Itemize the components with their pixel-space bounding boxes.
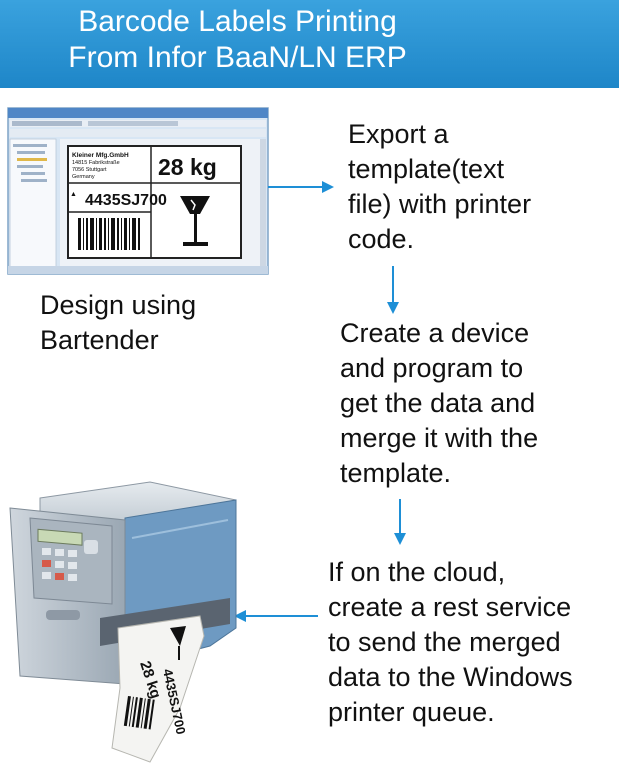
cloud-step-line-4: data to the Windows [328, 662, 573, 692]
label-weight: 28 kg [158, 154, 217, 180]
design-step-line-2: Bartender [40, 325, 159, 355]
title-banner: Barcode Labels Printing From Infor BaaN/… [0, 0, 619, 88]
label-company-line-2: 14815 Fabrikstraße [72, 160, 120, 166]
export-step-line-4: code. [348, 224, 415, 254]
label-company-line-3: 7056 Stuttgart [72, 167, 107, 173]
bartender-screenshot: Kleiner Mfg.GmbH 14815 Fabrikstraße 7056… [7, 107, 269, 275]
cloud-step-line-2: create a rest service [328, 592, 572, 622]
label-preview: Kleiner Mfg.GmbH 14815 Fabrikstraße 7056… [67, 145, 242, 259]
label-printer-illustration: 28 kg 4435SJ700 [9, 481, 237, 763]
device-step-text: Create a device and program to get the d… [340, 316, 538, 491]
title-line-1: Barcode Labels Printing [78, 5, 397, 38]
export-step-text: Export a template(text file) with printe… [348, 117, 531, 257]
cloud-step-line-3: to send the merged [328, 627, 561, 657]
cloud-step-line-1: If on the cloud, [328, 557, 506, 587]
device-step-line-3: get the data and [340, 388, 536, 418]
cloud-step-line-5: printer queue. [328, 697, 495, 727]
device-step-line-2: and program to [340, 353, 524, 383]
arrow-down-icon-1 [387, 266, 399, 314]
export-step-line-3: file) with printer [348, 189, 532, 219]
arrow-down-icon-2 [394, 499, 406, 545]
cloud-step-text: If on the cloud, create a rest service t… [328, 555, 573, 730]
arrow-right-icon [268, 181, 334, 193]
design-step-line-1: Design using [40, 290, 197, 320]
export-step-line-2: template(text [348, 154, 505, 184]
device-step-line-5: template. [340, 458, 452, 488]
label-barcode [78, 218, 140, 250]
device-step-line-4: merge it with the [340, 423, 539, 453]
device-step-line-1: Create a device [340, 318, 530, 348]
label-company-line-1: Kleiner Mfg.GmbH [72, 152, 129, 159]
svg-text:▲: ▲ [70, 191, 77, 198]
label-code: 4435SJ700 [85, 192, 167, 209]
arrow-left-icon [234, 610, 318, 622]
printed-barcode [123, 696, 155, 730]
title-line-2: From Infor BaaN/LN ERP [68, 41, 407, 74]
fragile-glass-icon [180, 196, 210, 246]
label-company-line-4: Germany [72, 174, 95, 180]
design-step-text: Design using Bartender [40, 288, 196, 358]
export-step-line-1: Export a [348, 119, 449, 149]
